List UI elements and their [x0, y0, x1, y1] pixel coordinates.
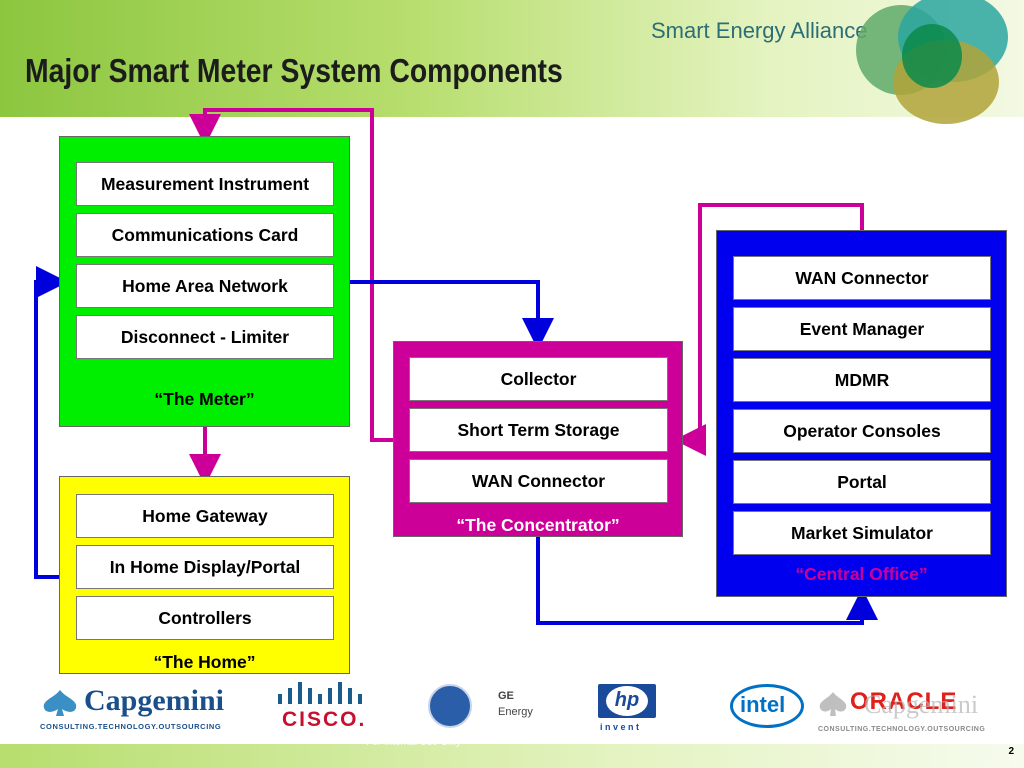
link-concentrator-to-office [536, 537, 878, 625]
link-meter-to-concentrator [350, 280, 554, 350]
concentrator-item-wan-connector: WAN Connector [409, 459, 668, 503]
link-office-to-concentrator [674, 203, 864, 456]
hp-logo: hp i n v e n t [598, 684, 668, 736]
meter-item-measurement-instrument: Measurement Instrument [76, 162, 334, 206]
ge-monogram-icon [428, 684, 472, 728]
concentrator-group: Collector Short Term Storage WAN Connect… [393, 341, 683, 537]
brand-name: Smart Energy Alliance [651, 18, 868, 43]
intel-logo: intel [730, 682, 806, 732]
home-caption: “The Home” [153, 652, 256, 672]
intel-swoosh-icon [730, 684, 804, 728]
office-item-operator-consoles: Operator Consoles [733, 409, 991, 453]
ge-label-bottom: Energy [498, 706, 533, 718]
cisco-logo: CISCO. [276, 682, 368, 732]
page-number: 2 [1008, 746, 1014, 757]
oracle-capgemini-logo: ORACLE Capgemini CONSULTING.TECHNOLOGY.O… [816, 684, 1008, 744]
cisco-bars-icon [278, 682, 362, 704]
meter-item-home-area-network: Home Area Network [76, 264, 334, 308]
header-band: Major Smart Meter System Components Smar… [0, 0, 1024, 124]
capgemini-faded-tagline: CONSULTING.TECHNOLOGY.OUTSOURCING [818, 726, 986, 733]
footer-watermark-text: For Internal Use Only [366, 737, 462, 748]
office-item-market-simulator: Market Simulator [733, 511, 991, 555]
page-title: Major Smart Meter System Components [25, 52, 563, 89]
capgemini-wordmark: Capgemini [84, 684, 225, 717]
home-item-controllers: Controllers [76, 596, 334, 640]
cisco-wordmark: CISCO. [282, 708, 367, 731]
spade-icon [43, 690, 77, 716]
meter-item-disconnect-limiter: Disconnect - Limiter [76, 315, 334, 359]
office-item-mdmr: MDMR [733, 358, 991, 402]
ge-logo: GE Energy [428, 684, 548, 732]
capgemini-tagline: CONSULTING.TECHNOLOGY.OUTSOURCING [40, 722, 222, 731]
office-caption: “Central Office” [795, 564, 928, 584]
home-item-in-home-display: In Home Display/Portal [76, 545, 334, 589]
office-item-portal: Portal [733, 460, 991, 504]
concentrator-item-short-term-storage: Short Term Storage [409, 408, 668, 452]
hp-badge: hp [598, 684, 656, 718]
home-group: Home Gateway In Home Display/Portal Cont… [59, 476, 350, 674]
oracle-wordmark: ORACLE [850, 688, 958, 715]
spade-icon [819, 692, 847, 716]
brand-logo-circle [902, 24, 962, 88]
meter-caption: “The Meter” [154, 389, 255, 409]
concentrator-caption: “The Concentrator” [456, 515, 620, 535]
link-home-to-meter [34, 266, 68, 579]
ge-label-top: GE [498, 690, 514, 702]
hp-mark: hp [606, 686, 648, 716]
capgemini-logo: Capgemini CONSULTING.TECHNOLOGY.OUTSOURC… [40, 684, 224, 731]
intel-wordmark: intel [740, 692, 786, 717]
central-office-group: WAN Connector Event Manager MDMR Operato… [716, 230, 1007, 597]
home-item-home-gateway: Home Gateway [76, 494, 334, 538]
link-concentrator-to-meter [189, 108, 393, 442]
footer-band [0, 744, 1024, 768]
hp-tagline: i n v e n t [600, 722, 640, 732]
office-item-wan-connector: WAN Connector [733, 256, 991, 300]
capgemini-faded-wordmark: Capgemini [864, 690, 979, 719]
concentrator-item-collector: Collector [409, 357, 668, 401]
meter-group: Measurement Instrument Communications Ca… [59, 136, 350, 427]
office-item-event-manager: Event Manager [733, 307, 991, 351]
sponsor-logos: Capgemini CONSULTING.TECHNOLOGY.OUTSOURC… [0, 676, 1024, 746]
meter-item-communications-card: Communications Card [76, 213, 334, 257]
